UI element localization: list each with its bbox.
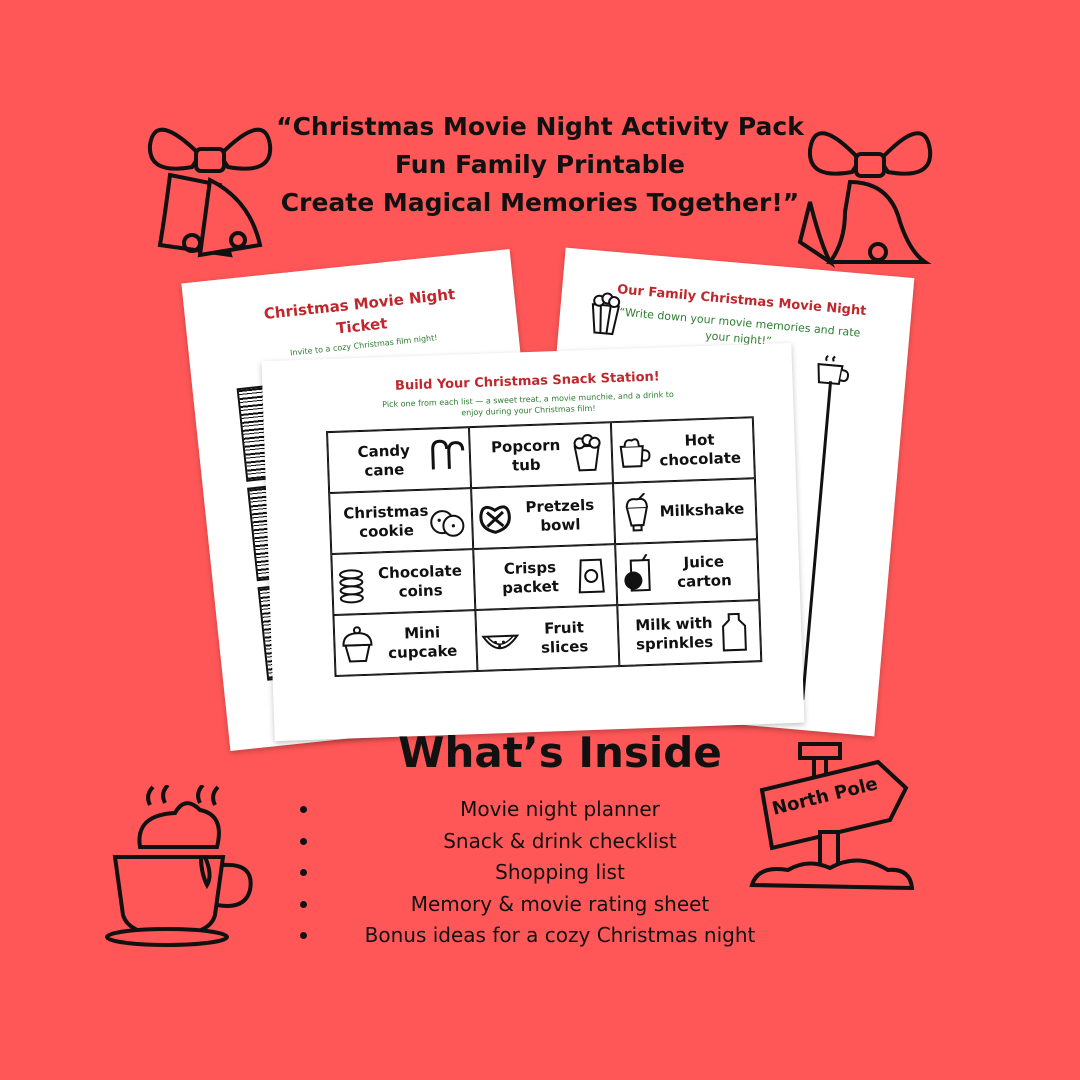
christmas-bells-left-icon [140,105,300,265]
whats-inside-item: Movie night planner [300,794,820,826]
snack-cell-label: Hot chocolate [659,430,742,470]
watermelon-icon [481,620,521,665]
christmas-bells-right-icon [790,112,950,272]
whats-inside-item-label: Bonus ideas for a cozy Christmas night [364,923,756,947]
snack-cell-label: Chocolate coins [377,561,463,601]
snack-cell-label: Milk with sprinkles [635,613,714,653]
pretzel-icon [476,498,516,543]
bullet-icon [300,900,307,908]
snack-cell: Mini cupcake [333,610,478,676]
bullet-icon [300,806,307,813]
whats-inside-item-label: Shopping list [495,860,625,884]
hot-chocolate-mug-icon [105,785,265,955]
snack-station-sheet: Build Your Christmas Snack Station! Pick… [261,342,805,742]
snack-cell-label: Pretzels bowl [525,495,595,535]
headline-line-2: Fun Family Printable [394,150,686,179]
whats-inside-title: What’s Inside [398,728,722,777]
snack-cell-label: Popcorn tub [490,435,561,475]
snack-cell: Candy cane [327,427,472,494]
popcorn-icon [586,290,624,337]
candy-cane-icon [426,438,466,483]
headline-line-1: “Christmas Movie Night Activity Pack [276,112,804,141]
mug-icon [813,354,856,389]
snack-cell: Milkshake [612,478,758,545]
headline: “Christmas Movie Night Activity Pack Fun… [240,108,840,222]
popcorn-icon [568,433,608,478]
crisps-icon [573,555,613,600]
snack-cell: Pretzels bowl [471,483,616,550]
whats-inside-item-label: Snack & drink checklist [443,828,677,853]
snack-cell-label: Mini cupcake [387,622,458,662]
snack-cell: Christmas cookie [329,488,474,555]
juice-carton-icon [621,553,661,599]
coins-icon [337,564,377,609]
whats-inside-item: Bonus ideas for a cozy Christmas night [300,920,820,952]
snack-cell: Juice carton [615,539,760,606]
whats-inside-item-label: Memory & movie rating sheet [410,891,710,916]
hot-chocolate-icon [616,432,656,477]
snack-cell-label: Fruit slices [540,617,589,657]
whats-inside-item: Snack & drink checklist [300,826,820,858]
snack-cell-label: Christmas cookie [343,501,429,541]
snack-cell-label: Candy cane [357,440,411,480]
bullet-icon [300,932,307,939]
snack-cell: Milk with sprinkles [617,600,762,667]
whats-inside-item-label: Movie night planner [460,797,660,821]
milkshake-icon [618,492,658,538]
snack-cell: Popcorn tub [468,422,613,489]
snack-cell-label: Juice carton [676,551,733,591]
headline-line-3: Create Magical Memories Together!” [280,188,800,217]
snack-cell-label: Crisps packet [501,557,560,597]
snack-cell: Chocolate coins [331,549,476,616]
cookie-icon [428,499,468,544]
milk-bottle-icon [717,611,757,656]
snack-cell: Hot chocolate [610,417,755,484]
memories-sheet: Our Family Christmas Movie Night “Write … [525,247,915,737]
bullet-icon [300,837,307,845]
snack-cell-label: Milkshake [659,499,745,521]
cupcake-icon [339,625,379,670]
north-pole-sign-icon [748,740,918,905]
bullet-icon [300,869,307,876]
whats-inside-item: Shopping list [300,857,820,889]
snack-cell: Fruit slices [475,605,620,672]
snack-cell: Crisps packet [473,544,618,611]
snack-sheet-subtitle: Pick one from each list — a sweet treat,… [382,389,674,418]
whats-inside-item: Memory & movie rating sheet [300,889,820,921]
